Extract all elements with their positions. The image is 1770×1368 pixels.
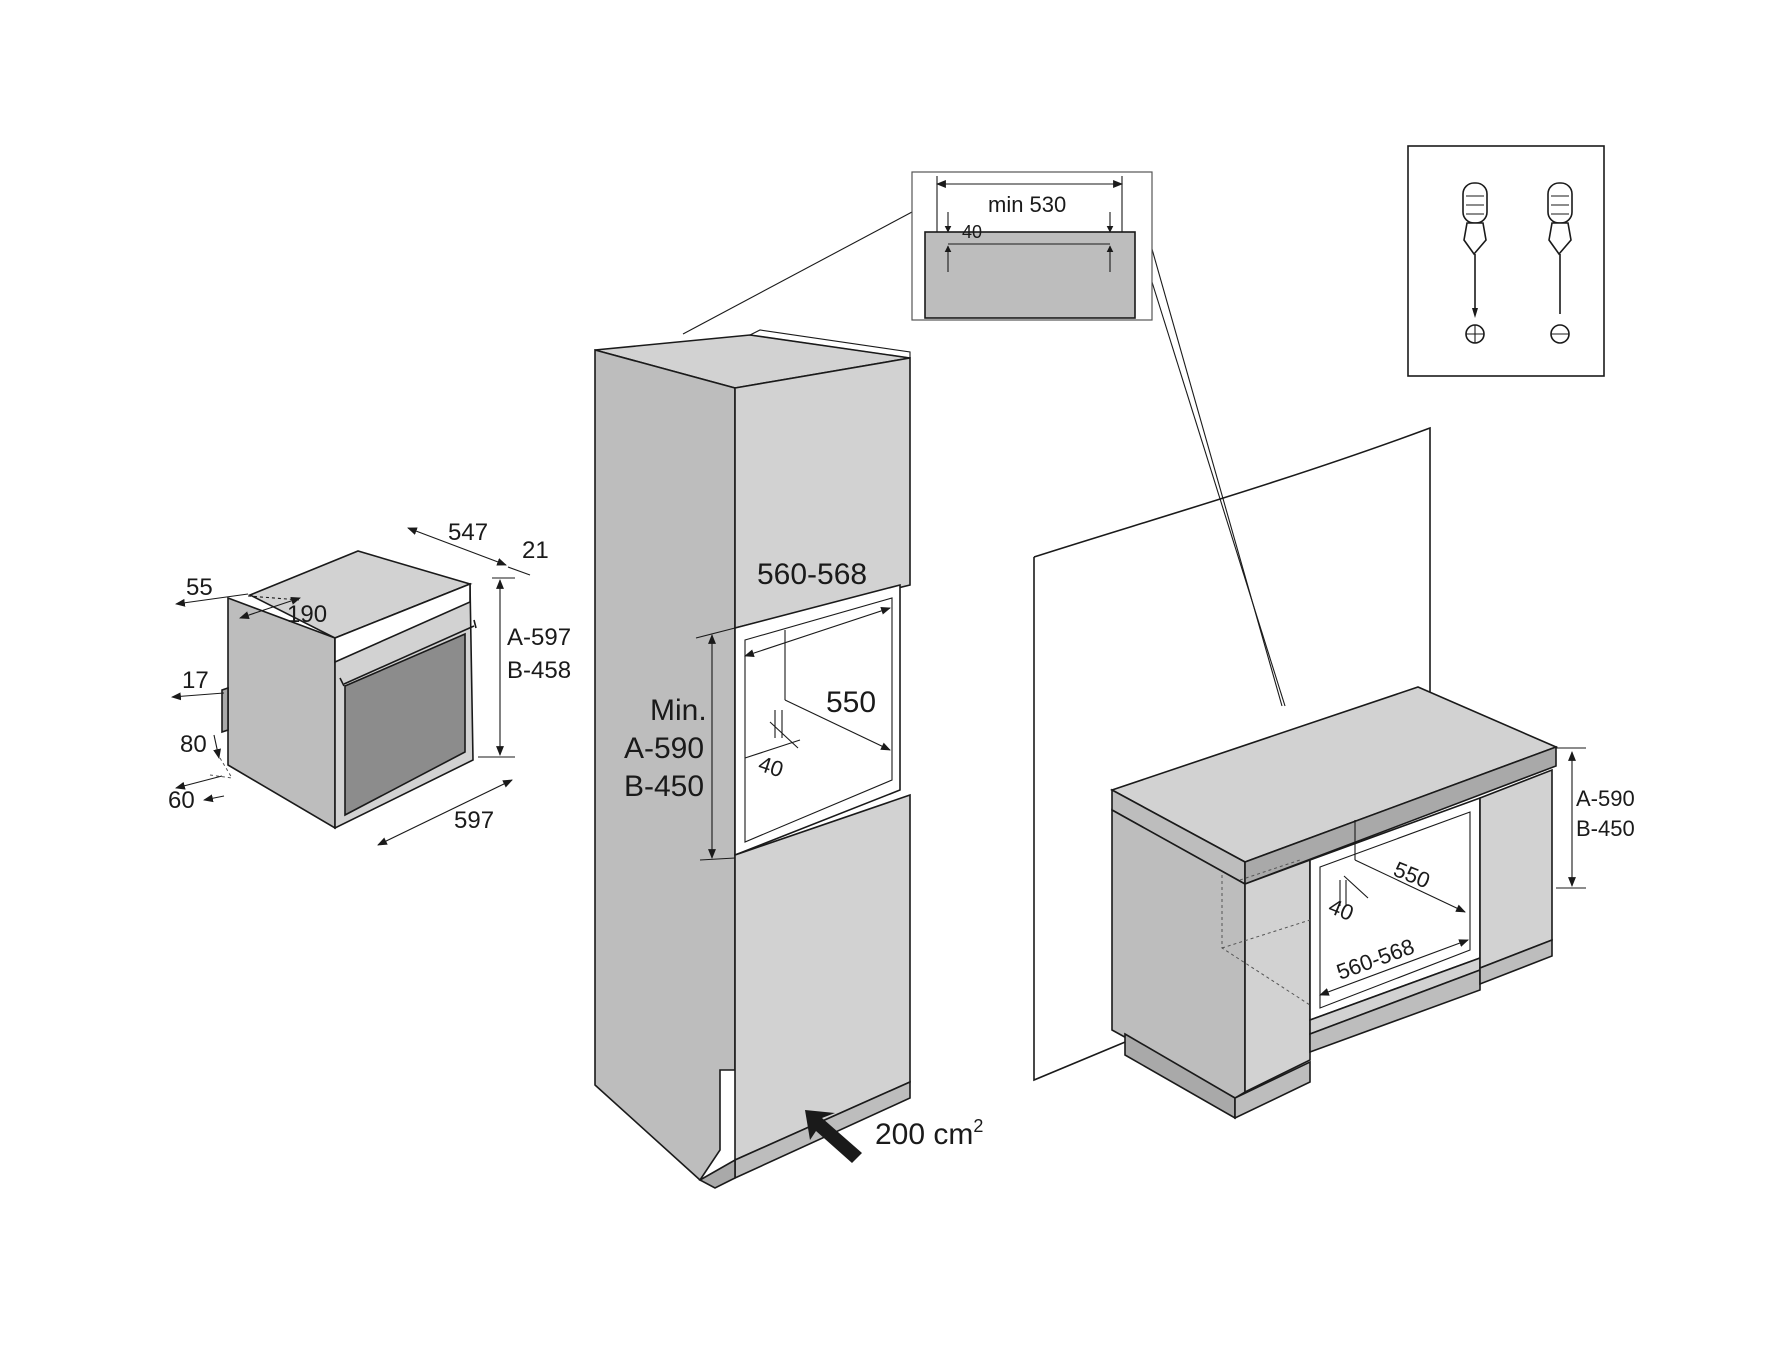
oven-width-label: 597: [454, 807, 494, 834]
detail-width-label: min 530: [988, 192, 1066, 217]
right-cabinet-front: [1479, 768, 1553, 970]
left-cabinet-front: [1244, 858, 1311, 1094]
column-dimensions: 560-568 550 40 Min. A-590 B-450 200 cm2: [624, 558, 983, 1163]
oven-side-label: 17: [182, 667, 209, 694]
oven-top-front-label: 55: [186, 574, 213, 601]
oven-dimensions: 547 21 A-597 B-458 597 55 190 17 80 60: [168, 519, 571, 846]
column-vent-label: 200 cm2: [875, 1116, 983, 1151]
oven-door-label: 21: [522, 537, 549, 564]
oven-top-depth-label: 190: [287, 601, 327, 628]
undercounter-height-a-label: A-590: [1576, 786, 1635, 811]
column-height-b-label: B-450: [624, 770, 704, 803]
oven-side: [227, 596, 336, 830]
oven-depth-label: 547: [448, 519, 488, 546]
tools-frame: [1407, 145, 1605, 377]
detail-panel: [924, 231, 1136, 319]
flathead-screwdriver-icon: [1547, 182, 1573, 344]
undercounter-height-b-label: B-450: [1576, 816, 1635, 841]
column-width-label: 560-568: [757, 558, 867, 591]
tools-inset: [1407, 145, 1605, 377]
undercounter-illustration: [1033, 426, 1559, 1120]
vent-arrow-icon: [805, 1110, 862, 1163]
oven-door-window: [344, 632, 466, 817]
oven-rear-block: [221, 686, 229, 734]
oven-control-strip: [334, 582, 471, 664]
phillips-screwdriver-icon: [1462, 182, 1488, 344]
wall-edge: [1033, 557, 1131, 1082]
detail-offset-label: 40: [962, 222, 982, 242]
oven-foot-label: 60: [168, 787, 195, 814]
column-depth-label: 550: [826, 686, 876, 719]
detail-inset: min 530 40: [911, 171, 1153, 321]
column-upper-door: [734, 357, 911, 630]
oven-bottom-label: 80: [180, 731, 207, 758]
zoom-lines: [682, 211, 1286, 707]
column-height-a-label: A-590: [624, 732, 704, 765]
column-side: [594, 348, 736, 1182]
worktop-front-edge: [1244, 745, 1557, 886]
column-min-label: Min.: [650, 694, 707, 727]
oven-height-a-label: A-597: [507, 624, 571, 651]
oven-illustration: [221, 550, 477, 830]
oven-handle: [343, 625, 475, 685]
oven-height-b-label: B-458: [507, 657, 571, 684]
wall-outline: [1033, 426, 1431, 698]
